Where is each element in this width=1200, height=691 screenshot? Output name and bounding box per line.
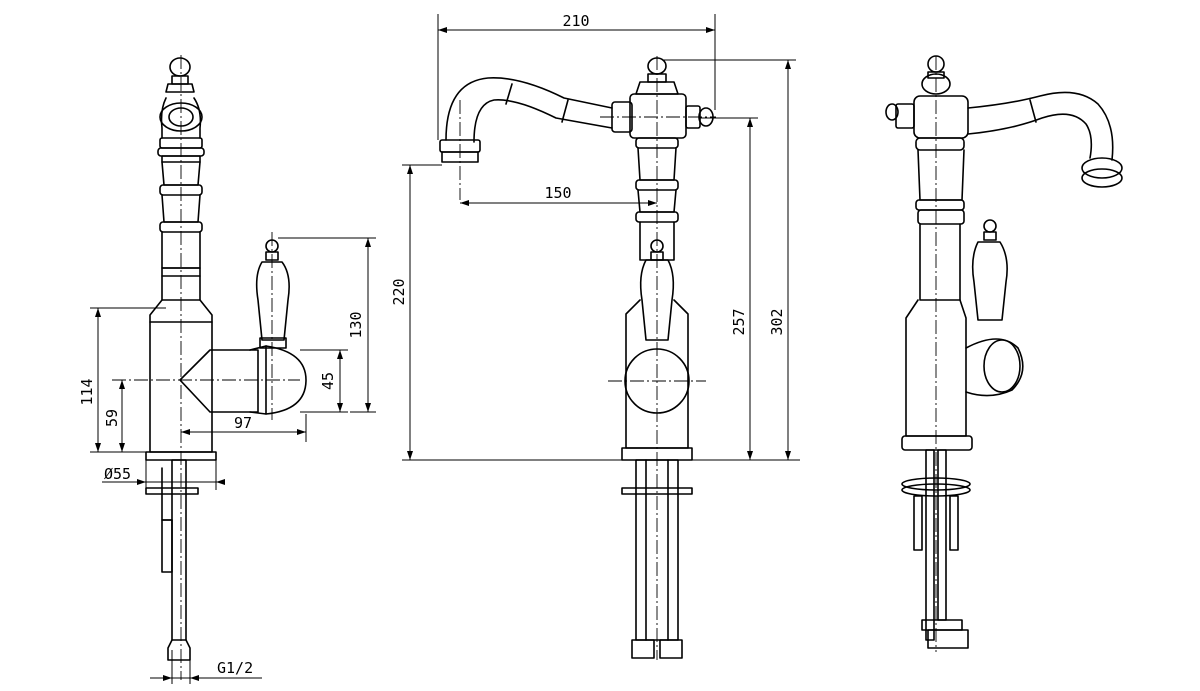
side-view: 114 59 Ø55 97 45 130 G1/2 bbox=[78, 55, 376, 684]
dim-55-diameter: Ø55 bbox=[104, 465, 131, 483]
front-view: 210 150 220 257 302 bbox=[390, 12, 800, 660]
dim-97: 97 bbox=[234, 414, 252, 432]
front-view-dimensions: 210 150 220 257 302 bbox=[390, 12, 800, 461]
dim-257: 257 bbox=[730, 308, 748, 335]
dim-g12-thread: G1/2 bbox=[217, 659, 253, 677]
side-view-faucet-body bbox=[112, 55, 307, 680]
side-view-dimensions: 114 59 Ø55 97 45 130 G1/2 bbox=[78, 237, 376, 684]
dim-210: 210 bbox=[562, 12, 589, 30]
dim-114: 114 bbox=[78, 378, 96, 405]
dim-302: 302 bbox=[768, 308, 786, 335]
front-view-faucet-body bbox=[439, 56, 716, 660]
dim-150: 150 bbox=[544, 184, 571, 202]
dim-220: 220 bbox=[390, 278, 408, 305]
dim-59: 59 bbox=[103, 409, 121, 427]
dim-130: 130 bbox=[347, 311, 365, 338]
iso-view bbox=[885, 55, 1123, 652]
iso-view-faucet-body bbox=[885, 55, 1123, 652]
dim-45: 45 bbox=[319, 372, 337, 390]
